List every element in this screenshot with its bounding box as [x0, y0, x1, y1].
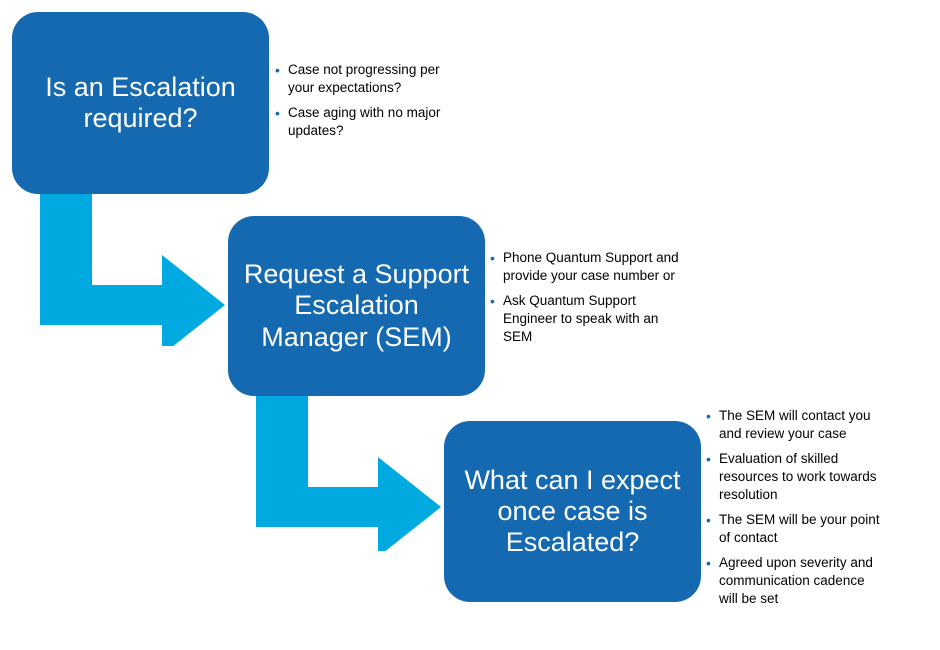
process-node-what-to-expect[interactable]: What can I expect once case is Escalated…	[444, 421, 701, 602]
bent-arrow-icon	[256, 396, 441, 551]
node-label: Is an Escalation required?	[45, 71, 236, 133]
node-label: Request a Support Escalation Manager (SE…	[243, 259, 470, 352]
process-node-request-sem[interactable]: Request a Support Escalation Manager (SE…	[228, 216, 485, 396]
bent-arrow-icon	[40, 194, 225, 346]
list-item: Case aging with no major updates?	[275, 104, 460, 140]
list-item: The SEM will be your point of contact	[706, 511, 881, 547]
bullet-list-request-sem: Phone Quantum Support and provide your c…	[490, 249, 680, 346]
list-item: Ask Quantum Support Engineer to speak wi…	[490, 292, 680, 346]
bullet-list-escalation-required: Case not progressing per your expectatio…	[275, 61, 460, 140]
node-label: What can I expect once case is Escalated…	[464, 464, 681, 558]
list-item: Case not progressing per your expectatio…	[275, 61, 460, 97]
bullet-list-what-to-expect: The SEM will contact you and review your…	[706, 407, 881, 608]
list-item: Evaluation of skilled resources to work …	[706, 450, 881, 504]
list-item: The SEM will contact you and review your…	[706, 407, 881, 443]
list-item: Agreed upon severity and communication c…	[706, 554, 881, 608]
list-item: Phone Quantum Support and provide your c…	[490, 249, 680, 285]
process-node-escalation-required[interactable]: Is an Escalation required?	[12, 12, 269, 194]
